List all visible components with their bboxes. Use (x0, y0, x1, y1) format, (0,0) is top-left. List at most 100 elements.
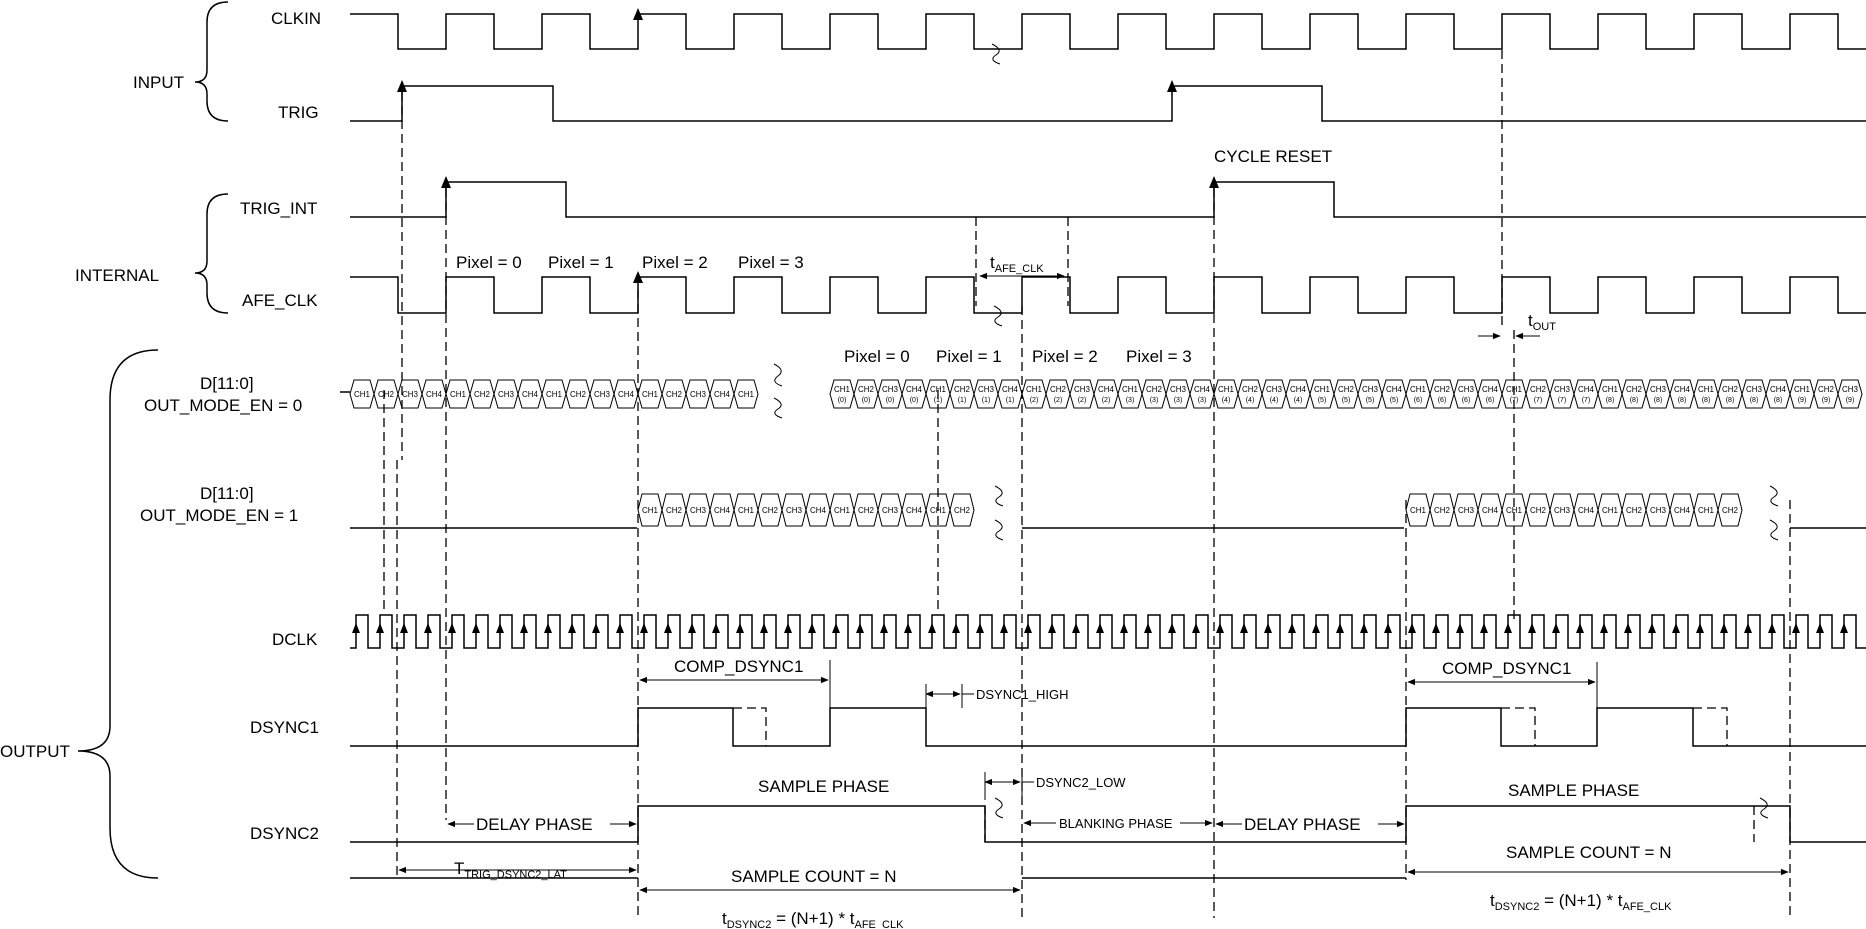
signal-label-d0-line2: OUT_MODE_EN = 0 (144, 396, 302, 415)
bus0-post-cell-label: CH1 (930, 385, 947, 394)
clkin-waveform (350, 13, 1866, 50)
dclk-edge-arrow (688, 623, 696, 633)
bus0-post-cell-label: CH1 (834, 385, 851, 394)
group-label-internal: INTERNAL (75, 266, 159, 285)
data-pixel-1-label: Pixel = 1 (936, 347, 1002, 366)
dclk-edge-arrow (1216, 623, 1224, 633)
bus0-pre-cell (733, 379, 759, 409)
blanking-phase-label: BLANKING PHASE (1059, 816, 1173, 831)
dclk-edge-arrow (616, 623, 624, 633)
bus0-post-cell-index: (8) (1702, 397, 1711, 404)
bus0-post-cell-label: CH1 (1314, 385, 1331, 394)
bus0-pre-cell-label: CH2 (666, 390, 683, 399)
bus1-b-cell-label: CH3 (1650, 506, 1667, 515)
bus0-pre-cell-label: CH1 (642, 390, 659, 399)
dclk-edge-arrow (1480, 623, 1488, 633)
bus0-pre-cell-label: CH3 (594, 390, 611, 399)
bus1-b-cell (1717, 493, 1743, 527)
bus0-post-cell-label: CH2 (954, 385, 971, 394)
dclk-edge-arrow (1552, 623, 1560, 633)
bus0-post-cell-index: (5) (1318, 397, 1327, 404)
bus0-post-cell-index: (3) (1198, 397, 1207, 404)
bus0-post-cell-index: (3) (1174, 397, 1183, 404)
bus0-post-cell-index: (7) (1558, 397, 1567, 404)
dsync2-break-symbol-b (1759, 797, 1769, 819)
bus0-post-cell-label: CH3 (1842, 385, 1859, 394)
dclk-edge-arrow (1696, 623, 1704, 633)
dclk-edge-arrow (520, 623, 528, 633)
group-label-input: INPUT (133, 73, 184, 92)
dclk-edge-arrow (1840, 623, 1848, 633)
delay-phase-bg-b (1242, 812, 1378, 834)
bus0-post-cell-label: CH2 (1818, 385, 1835, 394)
afe-pixel-1-label: Pixel = 1 (548, 253, 614, 272)
dclk-edge-arrow (1000, 623, 1008, 633)
dclk-edge-arrow (976, 623, 984, 633)
dclk-edge-arrow (904, 623, 912, 633)
dsync1-dashed-alt (733, 707, 1728, 746)
bus1-a-cell-label: CH4 (810, 506, 827, 515)
bus0-pre-cell-label: CH1 (450, 390, 467, 399)
trig-int-edge-arrows (441, 176, 1219, 188)
bus0-pre-cell-label: CH3 (402, 390, 419, 399)
bus0-post-cell-label: CH4 (1290, 385, 1307, 394)
bus0-post-cell-index: (3) (1126, 397, 1135, 404)
dclk-edge-arrow (1144, 623, 1152, 633)
dclk-edge-arrow (1768, 623, 1776, 633)
bus0-post-cell-label: CH1 (1794, 385, 1811, 394)
bus0-pre-cell-label: CH4 (426, 390, 443, 399)
t-dsync2-formula-b: tDSYNC2 = (N+1) * tAFE_CLK (1490, 891, 1672, 913)
bus0-post-cell-label: CH3 (1362, 385, 1379, 394)
dclk-edge-arrow (640, 623, 648, 633)
bus1-a-cell-label: CH2 (762, 506, 779, 515)
bus0-pre-cell-label: CH3 (690, 390, 707, 399)
bus1-b-cell-label: CH2 (1434, 506, 1451, 515)
comp-dsync1-label-a: COMP_DSYNC1 (674, 657, 803, 676)
bus0-post-cell-label: CH4 (1194, 385, 1211, 394)
dclk-edge-arrow (928, 623, 936, 633)
dclk-edge-arrow (1600, 623, 1608, 633)
bus1-a-cell-label: CH3 (786, 506, 803, 515)
dclk-edge-arrow (808, 623, 816, 633)
cycle-reset-label: CYCLE RESET (1214, 147, 1332, 166)
bus1-b-cell-label: CH3 (1554, 506, 1571, 515)
bus1-a-cell-label: CH1 (738, 506, 755, 515)
dclk-edge-arrow (568, 623, 576, 633)
bus1-b-cell-label: CH3 (1458, 506, 1475, 515)
dsync2-low-label: DSYNC2_LOW (1036, 775, 1126, 790)
bus0-post-cell-index: (1) (1006, 397, 1015, 404)
output-brace (77, 349, 159, 879)
signal-label-afe-clk: AFE_CLK (242, 291, 318, 310)
dclk-edge-arrow (1096, 623, 1104, 633)
afe-clk-break-symbol (993, 305, 1003, 327)
trig-waveform (350, 85, 1866, 122)
data-pixel-0-label: Pixel = 0 (844, 347, 910, 366)
group-label-output: OUTPUT (0, 742, 70, 761)
bus0-post-cell (1837, 379, 1863, 409)
bus0-post-cell-label: CH3 (1554, 385, 1571, 394)
dclk-edge-arrow (856, 623, 864, 633)
bus0-post-cell-label: CH2 (858, 385, 875, 394)
dclk-edge-arrow (1504, 623, 1512, 633)
bus0-post-cell-label: CH4 (1482, 385, 1499, 394)
bus0-post-cell-label: CH2 (1050, 385, 1067, 394)
bus0-post-cell-index: (5) (1390, 397, 1399, 404)
dsync1-high-ticks (925, 684, 974, 708)
bus0-post-cell-index: (6) (1462, 397, 1471, 404)
bus0-post-cell-index: (8) (1654, 397, 1663, 404)
bus1-a-cell-label: CH3 (882, 506, 899, 515)
signal-label-clkin: CLKIN (271, 9, 321, 28)
bus0-post-cell-label: CH3 (1170, 385, 1187, 394)
bus0-post-cell-label: CH2 (1722, 385, 1739, 394)
dclk-edge-arrow (1744, 623, 1752, 633)
bus0-post-cell-index: (8) (1630, 397, 1639, 404)
dclk-edge-arrow (1120, 623, 1128, 633)
bus0-post-cell-index: (8) (1750, 397, 1759, 404)
dclk-edge-arrow (1072, 623, 1080, 633)
bus0-post-cell-label: CH4 (1098, 385, 1115, 394)
bus0-post-cell-index: (1) (982, 397, 991, 404)
bus0-post-cell-index: (6) (1438, 397, 1447, 404)
bus1-b-cell-label: CH4 (1578, 506, 1595, 515)
